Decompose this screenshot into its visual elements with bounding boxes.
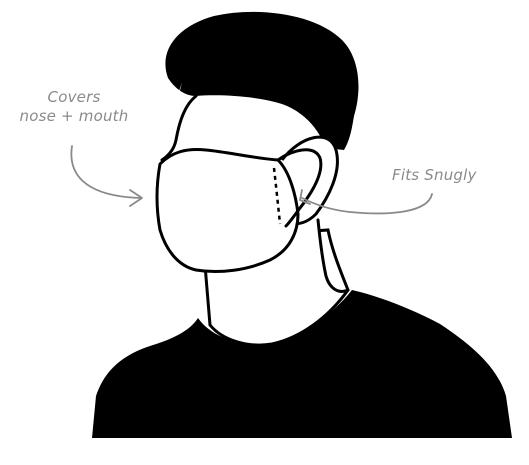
face-mask [155, 148, 300, 274]
mask-ear-loop [276, 148, 323, 228]
fits-arrow-head [299, 189, 311, 205]
mask-seam-dashed [272, 167, 282, 225]
covers-annotation: Covers nose + mouth [14, 88, 134, 126]
face-contour [160, 94, 198, 162]
hair [165, 11, 359, 151]
neck-back-line [316, 218, 350, 293]
covers-annotation-line1: Covers [47, 88, 101, 106]
covers-arrow-head [129, 189, 143, 207]
fits-snugly-annotation: Fits Snugly [392, 166, 477, 184]
covers-arrow-line [70, 145, 141, 199]
covers-annotation-line2: nose + mouth [19, 107, 129, 125]
shirt [92, 290, 512, 438]
fits-arrow-line [301, 193, 433, 215]
